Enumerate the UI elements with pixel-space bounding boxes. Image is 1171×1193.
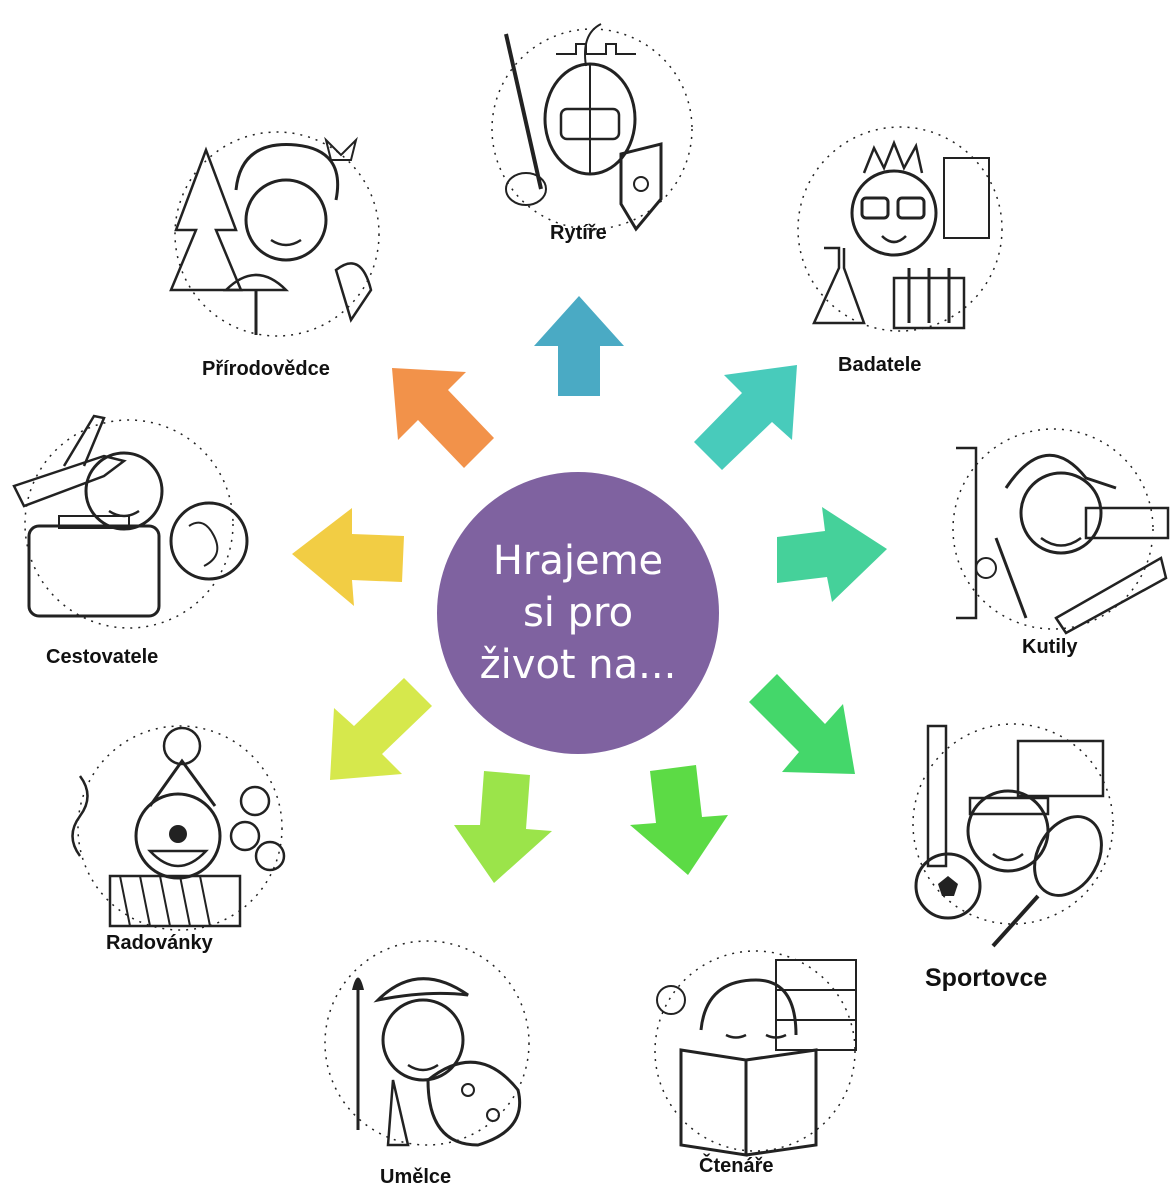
label-radovanky: Radovánky xyxy=(106,932,213,954)
traveler-drawing-icon xyxy=(12,414,249,629)
label-sportovce: Sportovce xyxy=(925,964,1048,992)
naturalist-drawing-icon xyxy=(169,131,380,337)
label-rytire: Rytíře xyxy=(550,222,607,244)
label-ctenare: Čtenáře xyxy=(699,1155,774,1177)
center-title-line: Hrajeme xyxy=(492,538,664,584)
arrow-rytire xyxy=(534,296,624,396)
arrow-prirodovedce xyxy=(392,368,494,468)
clown-drawing-icon xyxy=(71,725,286,931)
arrow-cestovatele xyxy=(292,508,404,606)
arrow-umelce xyxy=(454,771,552,883)
label-kutily: Kutily xyxy=(1022,636,1078,658)
knight-drawing-icon xyxy=(491,23,693,232)
handyman-drawing-icon xyxy=(952,428,1170,635)
arrow-ctenare xyxy=(630,765,728,875)
scientist-drawing-icon xyxy=(797,126,1003,332)
reader-drawing-icon xyxy=(654,950,857,1157)
label-badatele: Badatele xyxy=(838,354,922,376)
center-title-line: si pro xyxy=(522,590,634,636)
center-circle: Hrajeme si pro život na... xyxy=(437,472,719,754)
arrow-kutily xyxy=(777,507,887,602)
label-cestovatele: Cestovatele xyxy=(46,646,159,668)
painter-drawing-icon xyxy=(324,940,530,1147)
center-title-line: život na... xyxy=(479,642,677,688)
athlete-drawing-icon xyxy=(912,723,1114,948)
label-prirodovedce: Přírodovědce xyxy=(202,358,330,380)
arrow-sportovce xyxy=(749,674,855,774)
center-title: Hrajeme si pro život na... xyxy=(463,535,693,691)
label-umelce: Umělce xyxy=(380,1166,452,1188)
arrow-badatele xyxy=(694,365,797,470)
arrow-radovanky xyxy=(330,678,432,780)
